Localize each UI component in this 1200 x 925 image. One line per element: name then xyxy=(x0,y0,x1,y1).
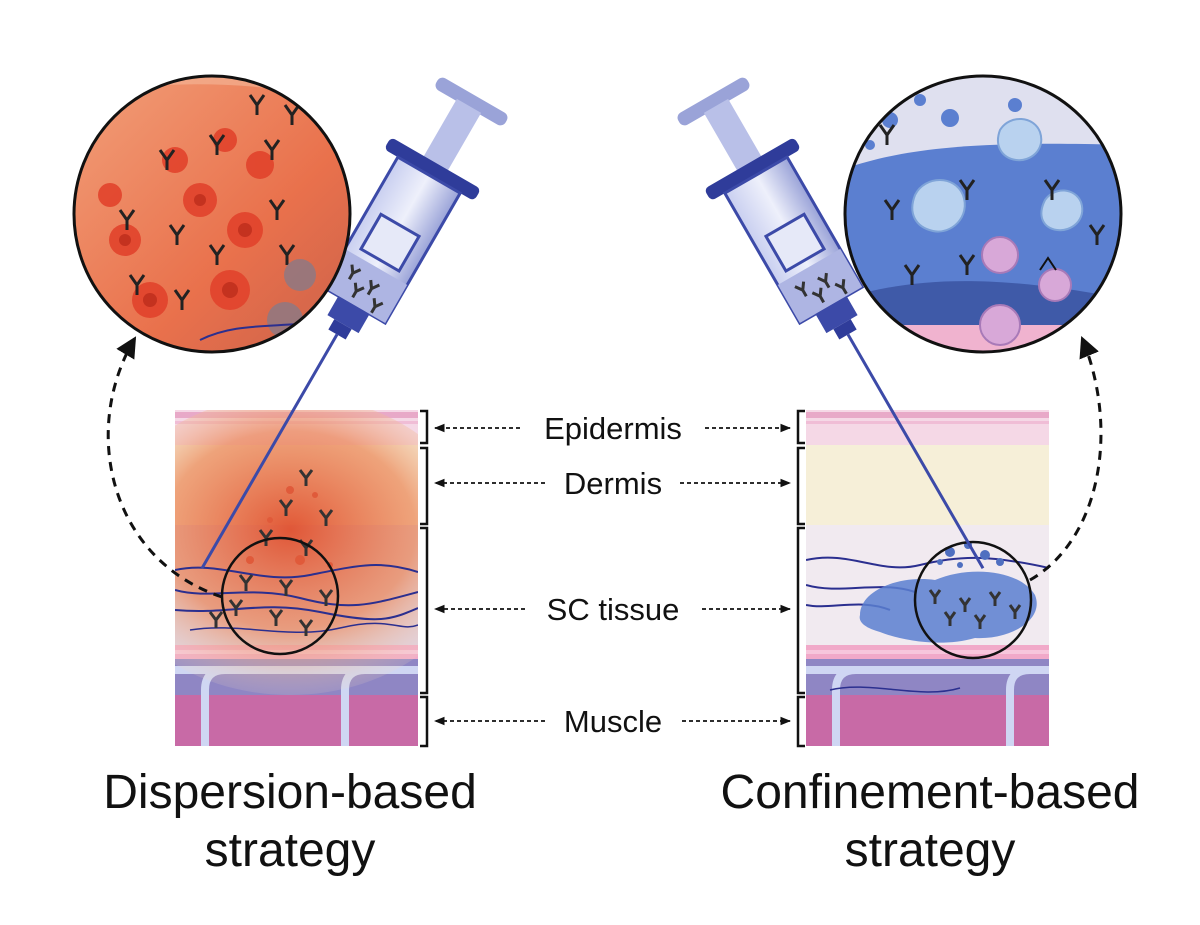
left-zoom-arrow xyxy=(106,336,223,599)
dispersion-title-line1: Dispersion-based xyxy=(103,766,477,819)
dispersed-antibodies xyxy=(208,469,334,636)
left-syringe xyxy=(200,77,508,570)
right-tissue-block xyxy=(806,410,1049,746)
label-dermis: Dermis xyxy=(564,466,662,501)
label-sc-tissue: SC tissue xyxy=(547,592,680,627)
dispersion-title-line2: strategy xyxy=(204,824,376,877)
right-syringe xyxy=(677,77,985,570)
right-layer-brackets xyxy=(796,409,805,748)
confinement-title-line2: strategy xyxy=(844,824,1016,877)
confined-depot xyxy=(859,571,1037,643)
dispersion-strategy-title: Dispersion-based strategy xyxy=(60,764,520,880)
right-dermis-layer xyxy=(806,445,1049,525)
confinement-title-line1: Confinement-based xyxy=(720,766,1140,819)
right-zoom-arrow xyxy=(1029,336,1103,582)
right-zoom-circle xyxy=(843,74,1123,354)
left-zoom-circle xyxy=(72,74,352,354)
dispersion-glow xyxy=(175,410,418,695)
label-epidermis: Epidermis xyxy=(544,411,682,446)
layer-connector-arrows xyxy=(433,423,792,726)
confinement-strategy-title: Confinement-based strategy xyxy=(690,764,1170,880)
left-layer-brackets xyxy=(420,409,429,748)
right-zoom-region xyxy=(913,540,1033,660)
label-muscle: Muscle xyxy=(564,704,662,739)
left-muscle-layer xyxy=(175,695,418,746)
left-tissue-block xyxy=(175,410,418,746)
